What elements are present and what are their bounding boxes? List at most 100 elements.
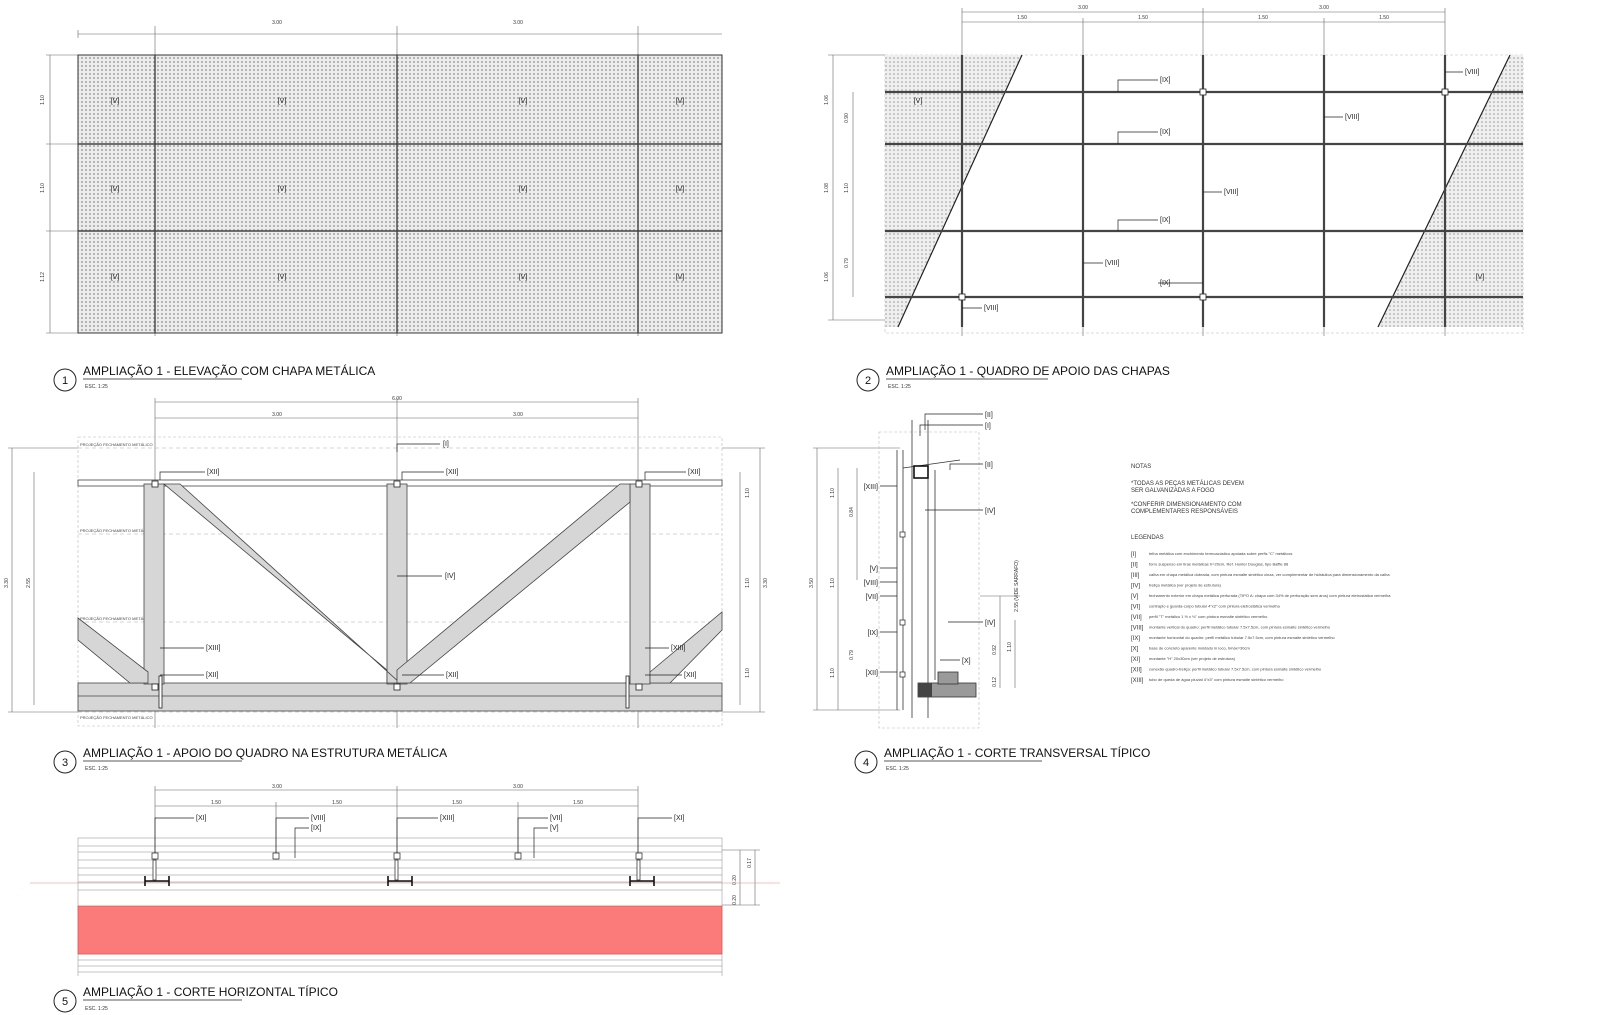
legend-tag: [VII] [1131, 615, 1142, 621]
v4-dim-inner: 0.79 [849, 650, 855, 660]
v5-dim-right: 0.20 [732, 895, 738, 905]
tag-v: [V] [278, 98, 287, 105]
v3-dim-sub: 3.00 [513, 412, 523, 418]
legend-text: tubo de queda de água pluvial 4"x3" com … [1149, 677, 1284, 682]
tag-ii: [II] [985, 462, 993, 469]
legend-item: [V]fechamento exterior em chapa metálica… [1131, 593, 1391, 600]
notes-block: NOTAS *TODAS AS PEÇAS METÁLICAS DEVEM SE… [1131, 464, 1244, 515]
note-line: *TODAS AS PEÇAS METÁLICAS DEVEM [1131, 480, 1244, 487]
view-title: AMPLIAÇÃO 1 - CORTE HORIZONTAL TÍPICO [83, 984, 338, 999]
tag-xiii: [XIII] [206, 645, 220, 652]
tag-i: [I] [985, 423, 991, 430]
tag-ix: [IX] [1160, 280, 1171, 287]
v5-dim-sub: 1.50 [332, 800, 342, 806]
tag-viii: [VIII] [1345, 114, 1359, 121]
v3-dim-right: 1.10 [745, 488, 751, 498]
view-number-circle [53, 989, 77, 1013]
legend-tag: [IX] [1131, 636, 1140, 642]
tag-xii: [XII] [688, 469, 701, 476]
view-1-elevation: 3.00 3.00 1.10 1.10 1.12 [V] [V] [V] [V]… [40, 20, 723, 392]
v1-dim-left-1: 1.10 [40, 95, 46, 105]
tag-v: [V] [519, 186, 528, 193]
v4-dim-right: 1.10 [1007, 642, 1013, 652]
tag-vii: [VII] [866, 594, 879, 601]
view-scale: ESC. 1:25 [85, 766, 108, 772]
tag-v: [V] [111, 274, 120, 281]
tag-xii: [XII] [866, 670, 879, 677]
v2-dim-left: 1.06 [824, 272, 830, 282]
tag-viii: [VIII] [1105, 260, 1119, 267]
legend-text: perfil "T" metálico 1 ½ x ⅛" com pintura… [1149, 614, 1268, 619]
tag-v: [V] [111, 186, 120, 193]
v5-dim-sub: 1.50 [211, 800, 221, 806]
tag-xii: [XII] [207, 469, 220, 476]
legend-text: forro suspenso em tiras metálicas h=20cm… [1149, 562, 1289, 567]
note-line: COMPLEMENTARES RESPONSÁVEIS [1131, 508, 1238, 515]
v2-dim-sub: 1.50 [1017, 15, 1027, 21]
view-number: 5 [62, 996, 68, 1008]
v4-dim-right: 0.12 [992, 677, 998, 687]
legend-tag: [X] [1131, 647, 1139, 653]
legend-tag: [XIII] [1131, 678, 1144, 684]
tag-v: [V] [278, 186, 287, 193]
legend-item: [XIII] tubo de queda de água pluvial 4"x3… [1131, 677, 1284, 684]
v2-dim-inner: 0.90 [844, 113, 850, 123]
tag-v: [V] [676, 274, 685, 281]
legend-item: [III]calha em chapa metálica dobrada, co… [1131, 572, 1390, 579]
tag-viii: [VIII] [984, 305, 998, 312]
view-scale: ESC. 1:25 [85, 384, 108, 390]
v5-red-band [77, 905, 723, 955]
v1-perforated-panel-field [77, 54, 723, 334]
legend-tag: [VI] [1131, 605, 1140, 611]
v4-dim-right: 0.92 [992, 645, 998, 655]
legend-text: treliça metálica (ver projeto de estrutu… [1149, 583, 1221, 588]
v2-dim-top: 3.00 [1078, 5, 1088, 11]
legend-text: montante horizontal do quadro: perfil me… [1149, 635, 1335, 640]
view-number-circle [854, 750, 878, 774]
tag-ix: [IX] [1160, 77, 1171, 84]
v4-dim-inner: 0.84 [849, 507, 855, 517]
legend-tag: [I] [1131, 552, 1136, 558]
note-line: SER GALVANIZADAS A FOGO [1131, 488, 1215, 494]
legend-text: montante "H" 20x30cm (ver projeto de est… [1149, 656, 1236, 661]
view-title: AMPLIAÇÃO 1 - QUADRO DE APOIO DAS CHAPAS [886, 364, 1170, 378]
view-number: 2 [865, 375, 871, 387]
tag-viii: [VIII] [1465, 69, 1479, 76]
legend-text: calha em chapa metálica dobrada, com pin… [1149, 572, 1390, 577]
view-number: 4 [863, 757, 869, 769]
view-scale: ESC. 1:25 [85, 1006, 108, 1012]
v1-dim-top-right: 3.00 [513, 20, 523, 26]
tag-v: [V] [1476, 274, 1485, 281]
tag-xiii: [XIII] [671, 645, 685, 652]
tag-v: [V] [278, 274, 287, 281]
legend-item: [IV]treliça metálica (ver projeto de est… [1131, 583, 1221, 590]
tag-ix: [IX] [867, 630, 878, 637]
v3-dim-sub: 3.00 [272, 412, 282, 418]
view-number: 1 [62, 375, 68, 387]
v4-dim-left: 1.10 [830, 668, 836, 678]
projection-label: PROJEÇÃO FECHAMENTO METÁLICO [80, 442, 153, 447]
v2-dim-left: 1.08 [824, 183, 830, 193]
v5-dim-right: 0.20 [732, 875, 738, 885]
view-3-frame-support: 6.00 3.00 3.00 3.30 2.55 3.30 1.10 1.10 … [4, 396, 769, 774]
view-number-circle [856, 368, 880, 392]
view-5-title-block: 5 AMPLIAÇÃO 1 - CORTE HORIZONTAL TÍPICO … [53, 984, 338, 1013]
legend-tag: [VIII] [1131, 626, 1144, 632]
legend-text: contraplo e guarda-corpo tubular 4"x2" c… [1149, 604, 1280, 609]
legend-item: [II]forro suspenso em tiras metálicas h=… [1131, 562, 1289, 569]
v2-dim-sub: 1.50 [1258, 15, 1268, 21]
view-number-circle [53, 750, 77, 774]
tag-ii: [II] [985, 412, 993, 419]
v5-dim-sub: 1.50 [452, 800, 462, 806]
tag-v: [V] [550, 825, 559, 832]
v4-h-beam [913, 465, 929, 479]
legend-text: montante vertical do quadro: perfil metá… [1149, 625, 1331, 630]
view-title: AMPLIAÇÃO 1 - ELEVAÇÃO COM CHAPA METÁLIC… [83, 363, 375, 378]
v4-dim-left: 1.10 [830, 488, 836, 498]
tag-iv: [IV] [985, 620, 996, 627]
legend-text: base de concreto aparente moldado in loc… [1149, 646, 1251, 651]
tag-i: [I] [443, 441, 449, 448]
view-4-cross-section: 3.50 1.10 1.10 1.10 0.84 0.79 2.55 (VIDE… [809, 412, 1150, 774]
view-number: 3 [62, 757, 68, 769]
tag-v: [V] [914, 98, 923, 105]
